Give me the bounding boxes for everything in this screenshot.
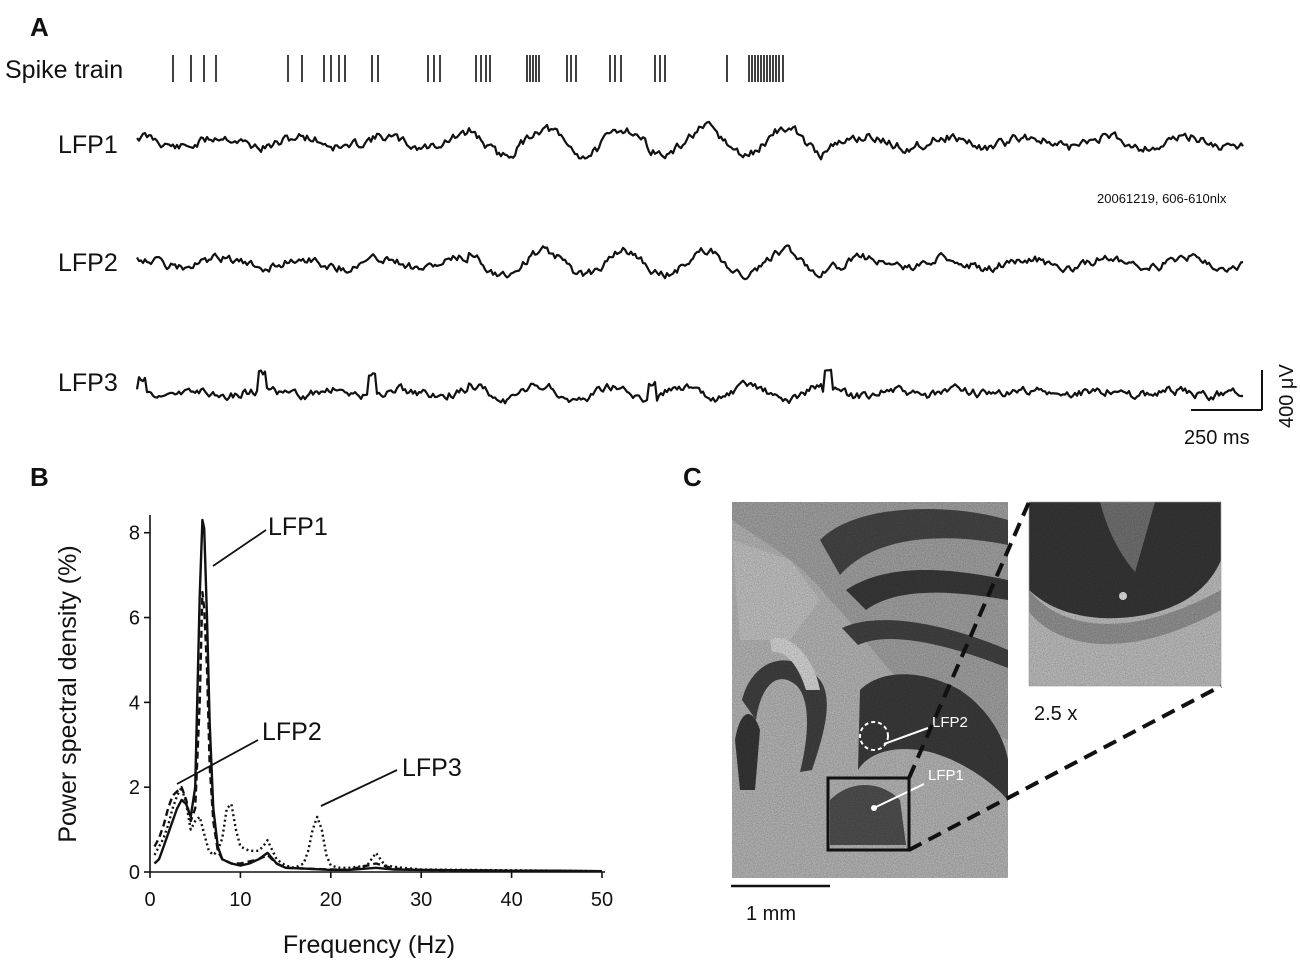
x-tick-label: 50 [591,889,613,911]
trace-label-lfp1: LFP1 [58,131,118,159]
inset-border [1028,501,1222,687]
series-line-lfp2 [153,590,602,873]
y-tick-label: 4 [129,692,140,714]
y-axis-title: Power spectral density (%) [54,545,82,842]
magnification-label: 2.5 x [1034,703,1077,725]
x-axis-ticks: 0 10 20 30 40 50 [144,872,613,911]
voltage-scale-label: 400 μV [1276,364,1298,428]
panel-letter-b: B [30,462,49,492]
trace-label-lfp3: LFP3 [58,369,118,397]
y-axis-ticks: 0 2 4 6 8 [129,523,150,884]
panel-b: B 0 2 4 6 8 0 10 20 30 40 50 Power spectral densi… [30,462,613,959]
panel-a: A Spike train LFP1 20061219, 606-610nlx … [5,12,1298,449]
lfp2-trace [136,244,1244,281]
x-axis-title: Frequency (Hz) [283,931,455,959]
spike-train-label: Spike train [5,56,123,84]
x-tick-label: 10 [229,889,251,911]
y-tick-label: 0 [129,862,140,884]
series-line-lfp1 [153,518,603,873]
y-tick-label: 2 [129,777,140,799]
annotation-lfp2: LFP2 [262,718,322,746]
zoom-line-bottom [908,684,1222,852]
lfp2-site-marker [859,721,889,751]
histology-scale-label: 1 mm [746,903,796,925]
y-tick-label: 8 [129,523,140,545]
histology-image [732,502,1008,878]
inset-image [1029,502,1221,686]
histology-label-lfp2: LFP2 [932,714,968,731]
panel-c: C LFP2 LFP1 [683,462,1222,925]
spike-train [172,55,784,82]
x-tick-label: 30 [410,889,432,911]
series-lines [153,518,603,873]
callout-line-lfp1 [212,529,267,567]
lfp1-site-pointer [875,783,925,808]
trace-label-lfp2: LFP2 [58,249,118,277]
lfp2-site-pointer [883,727,929,745]
callout-line-lfp3 [320,769,398,807]
annotation-lfp1: LFP1 [268,513,328,541]
recording-id: 20061219, 606-610nlx [1097,191,1227,206]
x-tick-label: 0 [144,889,155,911]
panel-letter-a: A [30,12,49,42]
scale-bar-a: 250 ms 400 μV [1184,364,1298,449]
x-tick-label: 20 [320,889,342,911]
histology-label-lfp1: LFP1 [928,767,964,784]
psd-chart: 0 2 4 6 8 0 10 20 30 40 50 Power spectral density… [54,513,613,959]
lfp3-trace [135,368,1244,405]
y-tick-label: 6 [129,608,140,630]
panel-letter-c: C [683,462,702,492]
annotation-lfp3: LFP3 [402,754,462,782]
x-tick-label: 40 [500,889,522,911]
callout-line-lfp2 [176,739,259,785]
lfp1-trace [136,120,1244,161]
zoom-region-box [826,776,911,852]
zoom-line-top [907,501,1031,779]
lfp1-site-marker [871,805,877,811]
time-scale-label: 250 ms [1184,427,1250,449]
